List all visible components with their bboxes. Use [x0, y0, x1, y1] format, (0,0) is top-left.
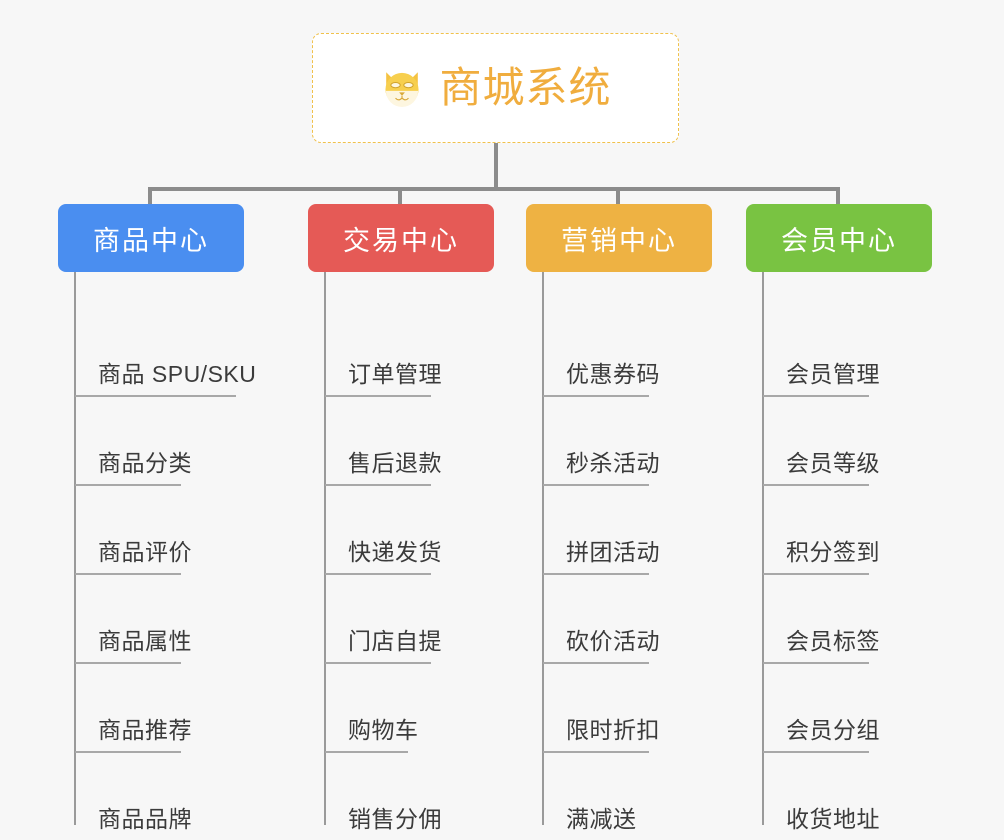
- leaf-label: 限时折扣: [566, 717, 660, 744]
- branch-header-2[interactable]: 营销中心: [526, 204, 712, 272]
- branch-header-label: 商品中心: [93, 225, 209, 256]
- leaf-label: 购物车: [348, 717, 419, 744]
- leaf-item[interactable]: 商品评价: [75, 486, 278, 575]
- leaf-item[interactable]: 砍价活动: [543, 575, 746, 664]
- branch-header-3[interactable]: 会员中心: [746, 204, 932, 272]
- branch-header-label: 营销中心: [561, 225, 677, 256]
- leaf-underline: [75, 662, 181, 664]
- leaf-label: 会员标签: [786, 628, 880, 655]
- leaf-underline: [75, 395, 236, 397]
- leaf-label: 砍价活动: [566, 628, 660, 655]
- leaf-underline: [763, 662, 869, 664]
- leaf-list-3: 会员管理会员等级积分签到会员标签会员分组收货地址: [746, 272, 966, 840]
- leaf-underline: [763, 484, 869, 486]
- leaf-list-0: 商品 SPU/SKU 商品分类商品评价商品属性商品推荐商品品牌: [58, 272, 278, 840]
- branch-column-2: 营销中心优惠券码秒杀活动拼团活动砍价活动限时折扣满减送: [526, 204, 746, 840]
- leaf-label: 商品评价: [98, 539, 192, 566]
- leaf-item[interactable]: 订单管理: [325, 308, 528, 397]
- leaf-label: 拼团活动: [566, 539, 660, 566]
- branch-header-label: 会员中心: [781, 225, 897, 256]
- leaf-underline: [543, 395, 649, 397]
- leaf-item[interactable]: 快递发货: [325, 486, 528, 575]
- leaf-label: 收货地址: [786, 806, 880, 833]
- root-node[interactable]: 商城系统: [312, 33, 679, 143]
- leaf-item[interactable]: 会员分组: [763, 664, 966, 753]
- leaf-item[interactable]: 销售分佣: [325, 753, 528, 840]
- leaf-item[interactable]: 秒杀活动: [543, 397, 746, 486]
- leaf-label: 商品品牌: [98, 806, 192, 833]
- leaf-underline: [325, 484, 431, 486]
- branch-header-1[interactable]: 交易中心: [308, 204, 494, 272]
- leaf-label: 销售分佣: [348, 806, 442, 833]
- leaf-label: 积分签到: [786, 539, 880, 566]
- leaf-item[interactable]: 商品属性: [75, 575, 278, 664]
- leaf-list-2: 优惠券码秒杀活动拼团活动砍价活动限时折扣满减送: [526, 272, 746, 840]
- leaf-label: 满减送: [566, 806, 637, 833]
- leaf-item[interactable]: 优惠券码: [543, 308, 746, 397]
- leaf-underline: [763, 573, 869, 575]
- leaf-label: 售后退款: [348, 450, 442, 477]
- leaf-label: 秒杀活动: [566, 450, 660, 477]
- leaf-underline: [325, 573, 431, 575]
- leaf-item[interactable]: 会员管理: [763, 308, 966, 397]
- leaf-underline: [325, 662, 431, 664]
- leaf-underline: [325, 751, 408, 753]
- branch-header-label: 交易中心: [343, 225, 459, 256]
- leaf-label: 会员等级: [786, 450, 880, 477]
- dog-face-emoji-icon: [385, 72, 420, 107]
- leaf-underline: [543, 484, 649, 486]
- leaf-item[interactable]: 商品 SPU/SKU: [75, 308, 278, 397]
- leaf-underline: [75, 751, 181, 753]
- branch-column-1: 交易中心订单管理售后退款快递发货门店自提购物车销售分佣: [308, 204, 528, 840]
- leaf-underline: [325, 395, 431, 397]
- leaf-underline: [75, 573, 181, 575]
- leaf-item[interactable]: 积分签到: [763, 486, 966, 575]
- leaf-underline: [763, 751, 869, 753]
- leaf-item[interactable]: 会员等级: [763, 397, 966, 486]
- branch-column-0: 商品中心商品 SPU/SKU 商品分类商品评价商品属性商品推荐商品品牌: [58, 204, 278, 840]
- leaf-item[interactable]: 会员标签: [763, 575, 966, 664]
- leaf-label: 商品属性: [98, 628, 192, 655]
- leaf-item[interactable]: 门店自提: [325, 575, 528, 664]
- root-title: 商城系统: [439, 64, 612, 111]
- leaf-label: 商品推荐: [98, 717, 192, 744]
- leaf-list-1: 订单管理售后退款快递发货门店自提购物车销售分佣: [308, 272, 528, 840]
- branch-column-3: 会员中心会员管理会员等级积分签到会员标签会员分组收货地址: [746, 204, 966, 840]
- leaf-item[interactable]: 商品品牌: [75, 753, 278, 840]
- leaf-item[interactable]: 拼团活动: [543, 486, 746, 575]
- leaf-item[interactable]: 售后退款: [325, 397, 528, 486]
- branch-header-0[interactable]: 商品中心: [58, 204, 244, 272]
- leaf-label: 商品 SPU/SKU: [98, 361, 257, 388]
- leaf-underline: [75, 484, 181, 486]
- leaf-underline: [543, 573, 649, 575]
- leaf-underline: [763, 395, 869, 397]
- leaf-label: 会员分组: [786, 717, 880, 744]
- leaf-label: 优惠券码: [566, 361, 660, 388]
- leaf-label: 订单管理: [348, 361, 442, 388]
- leaf-item[interactable]: 商品推荐: [75, 664, 278, 753]
- leaf-item[interactable]: 商品分类: [75, 397, 278, 486]
- leaf-item[interactable]: 满减送: [543, 753, 746, 840]
- leaf-label: 门店自提: [348, 628, 442, 655]
- leaf-item[interactable]: 限时折扣: [543, 664, 746, 753]
- leaf-underline: [543, 751, 649, 753]
- leaf-item[interactable]: 购物车: [325, 664, 528, 753]
- leaf-label: 商品分类: [98, 450, 192, 477]
- leaf-label: 会员管理: [786, 361, 880, 388]
- leaf-item[interactable]: 收货地址: [763, 753, 966, 840]
- leaf-underline: [543, 662, 649, 664]
- leaf-label: 快递发货: [348, 539, 442, 566]
